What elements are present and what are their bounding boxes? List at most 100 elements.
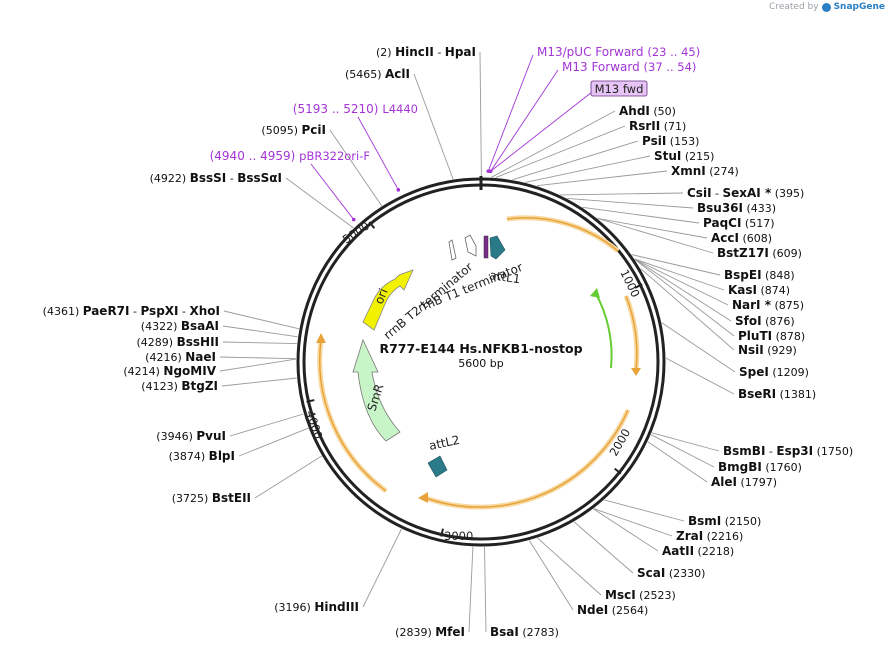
enzyme-name: HpaI	[445, 45, 476, 59]
enzyme-name: PciI	[302, 123, 327, 137]
site-position: (4123)	[141, 380, 181, 393]
tick-mark	[614, 467, 622, 475]
enzyme-name: PsiI	[642, 134, 666, 148]
enzyme-name: XhoI	[189, 304, 220, 318]
site-line-kasi	[634, 258, 725, 291]
site-line-xmni	[536, 170, 668, 187]
primer-name: M13/pUC Forward	[537, 45, 644, 59]
site-label-xmni: XmnI (274)	[671, 164, 739, 178]
enzyme-name: PaqCI	[703, 216, 741, 230]
site-line-scai	[573, 521, 634, 574]
site-label-zrai: ZraI (2216)	[676, 529, 743, 543]
site-position: (2783)	[519, 626, 559, 639]
site-position: (4361)	[43, 305, 83, 318]
site-label-bsmi: BsmI (2150)	[688, 514, 761, 528]
orf-arc-top	[506, 217, 619, 252]
site-label-bsssi-bsss-i: (4922) BssSI - BssSαI	[150, 171, 282, 185]
site-line-bsshii	[222, 341, 297, 345]
site-line-bstz17i	[597, 218, 714, 254]
site-position: (876)	[762, 315, 795, 328]
primer-range: (37 .. 54)	[644, 60, 697, 74]
site-line-zrai	[593, 508, 673, 537]
snapgene-credit: Created by SnapGene	[769, 2, 885, 12]
site-line-spei	[661, 322, 736, 373]
site-line-bsu36i	[567, 197, 694, 209]
green-feature-arc	[594, 291, 613, 369]
tick-mark	[306, 399, 315, 403]
enzyme-name: KasI	[728, 283, 757, 297]
site-label-scai: ScaI (2330)	[637, 566, 705, 580]
site-label-alei: AleI (1797)	[711, 475, 777, 489]
site-line-bsteii	[254, 455, 322, 499]
attl1-arrow	[489, 235, 506, 260]
site-line-csii-sexai	[560, 192, 684, 196]
separator: -	[130, 305, 141, 318]
site-position: (433)	[743, 202, 776, 215]
enzyme-name: BmgBI	[718, 460, 762, 474]
primer-label-pbr322ori-f: (4940 .. 4959) pBR322ori-F	[210, 149, 370, 163]
site-label-msci: MscI (2523)	[605, 588, 676, 602]
enzyme-name: AhdI	[619, 104, 650, 118]
tick-mark	[368, 221, 376, 229]
enzyme-name: AclI	[385, 67, 410, 81]
credit-prefix: Created by	[769, 2, 819, 12]
primer-mark-pbr322ori-f	[351, 217, 356, 222]
enzyme-name: NaeI	[185, 350, 216, 364]
site-label-bsu36i: Bsu36I (433)	[697, 201, 776, 215]
site-line-acli	[413, 73, 454, 180]
orf-arc-left	[318, 339, 387, 492]
site-position: (3946)	[156, 430, 196, 443]
primer-label-m13-puc-forward: M13/pUC Forward (23 .. 45)	[537, 45, 700, 59]
site-label-bspei: BspEI (848)	[724, 268, 795, 282]
site-position: (2564)	[608, 604, 648, 617]
site-line-bsssi-bsss-i	[285, 177, 354, 229]
orf-arrowhead-left	[316, 333, 326, 343]
enzyme-name: Esp3I	[776, 444, 813, 458]
site-line-hindiii	[362, 528, 402, 608]
site-label-csii-sexai: CsiI - SexAI * (395)	[687, 186, 804, 200]
site-position: (3874)	[169, 450, 209, 463]
tick-mark	[634, 283, 643, 289]
site-position: (4322)	[141, 320, 181, 333]
enzyme-name: BtgZI	[181, 379, 218, 393]
site-label-ngomiv: (4214) NgoMIV	[123, 364, 216, 378]
site-line-bseri	[665, 357, 735, 395]
enzyme-name: HindIII	[314, 600, 359, 614]
site-label-sfoi: SfoI (876)	[735, 314, 795, 328]
m13-fwd-box	[590, 80, 648, 97]
primer-line-l4440	[357, 116, 399, 191]
site-position: (1209)	[769, 366, 809, 379]
enzyme-name: BspEI	[724, 268, 762, 282]
site-position: (215)	[681, 150, 714, 163]
enzyme-name: Bsu36I	[697, 201, 743, 215]
enzyme-name: PspXI	[140, 304, 178, 318]
site-line-bsmi	[604, 499, 685, 522]
orf-arc-right	[625, 295, 638, 371]
site-label-bsmbi-esp3i: BsmBI - Esp3I (1750)	[723, 444, 853, 458]
site-position: (71)	[660, 120, 686, 133]
enzyme-name: CsiI	[687, 186, 712, 200]
site-label-bsshii: (4289) BssHII	[137, 335, 219, 349]
primer-name: pBR322ori-F	[299, 149, 370, 163]
site-line-acci	[597, 217, 708, 239]
orf-arrowhead-bottom	[418, 492, 428, 503]
smr-arrow	[352, 338, 401, 442]
site-line-pcii	[329, 129, 383, 207]
enzyme-name: PaeR7I	[83, 304, 130, 318]
enzyme-leader-lines	[219, 51, 736, 633]
primer-name: M13 Forward	[562, 60, 640, 74]
site-position: (4289)	[137, 336, 177, 349]
tick-mark	[440, 528, 444, 537]
site-position: (1760)	[762, 461, 802, 474]
primer-line-m13-puc-forward	[487, 54, 534, 172]
separator: -	[765, 445, 776, 458]
site-label-rsrii: RsrII (71)	[629, 119, 686, 133]
site-label-ahdi: AhdI (50)	[619, 104, 676, 118]
enzyme-name: BsmI	[688, 514, 721, 528]
site-line-stui	[525, 155, 651, 183]
site-label-kasi: KasI (874)	[728, 283, 790, 297]
site-label-mfei: (2839) MfeI	[395, 625, 465, 639]
site-position: (153)	[666, 135, 699, 148]
primer-range: (4940 .. 4959)	[210, 149, 296, 163]
